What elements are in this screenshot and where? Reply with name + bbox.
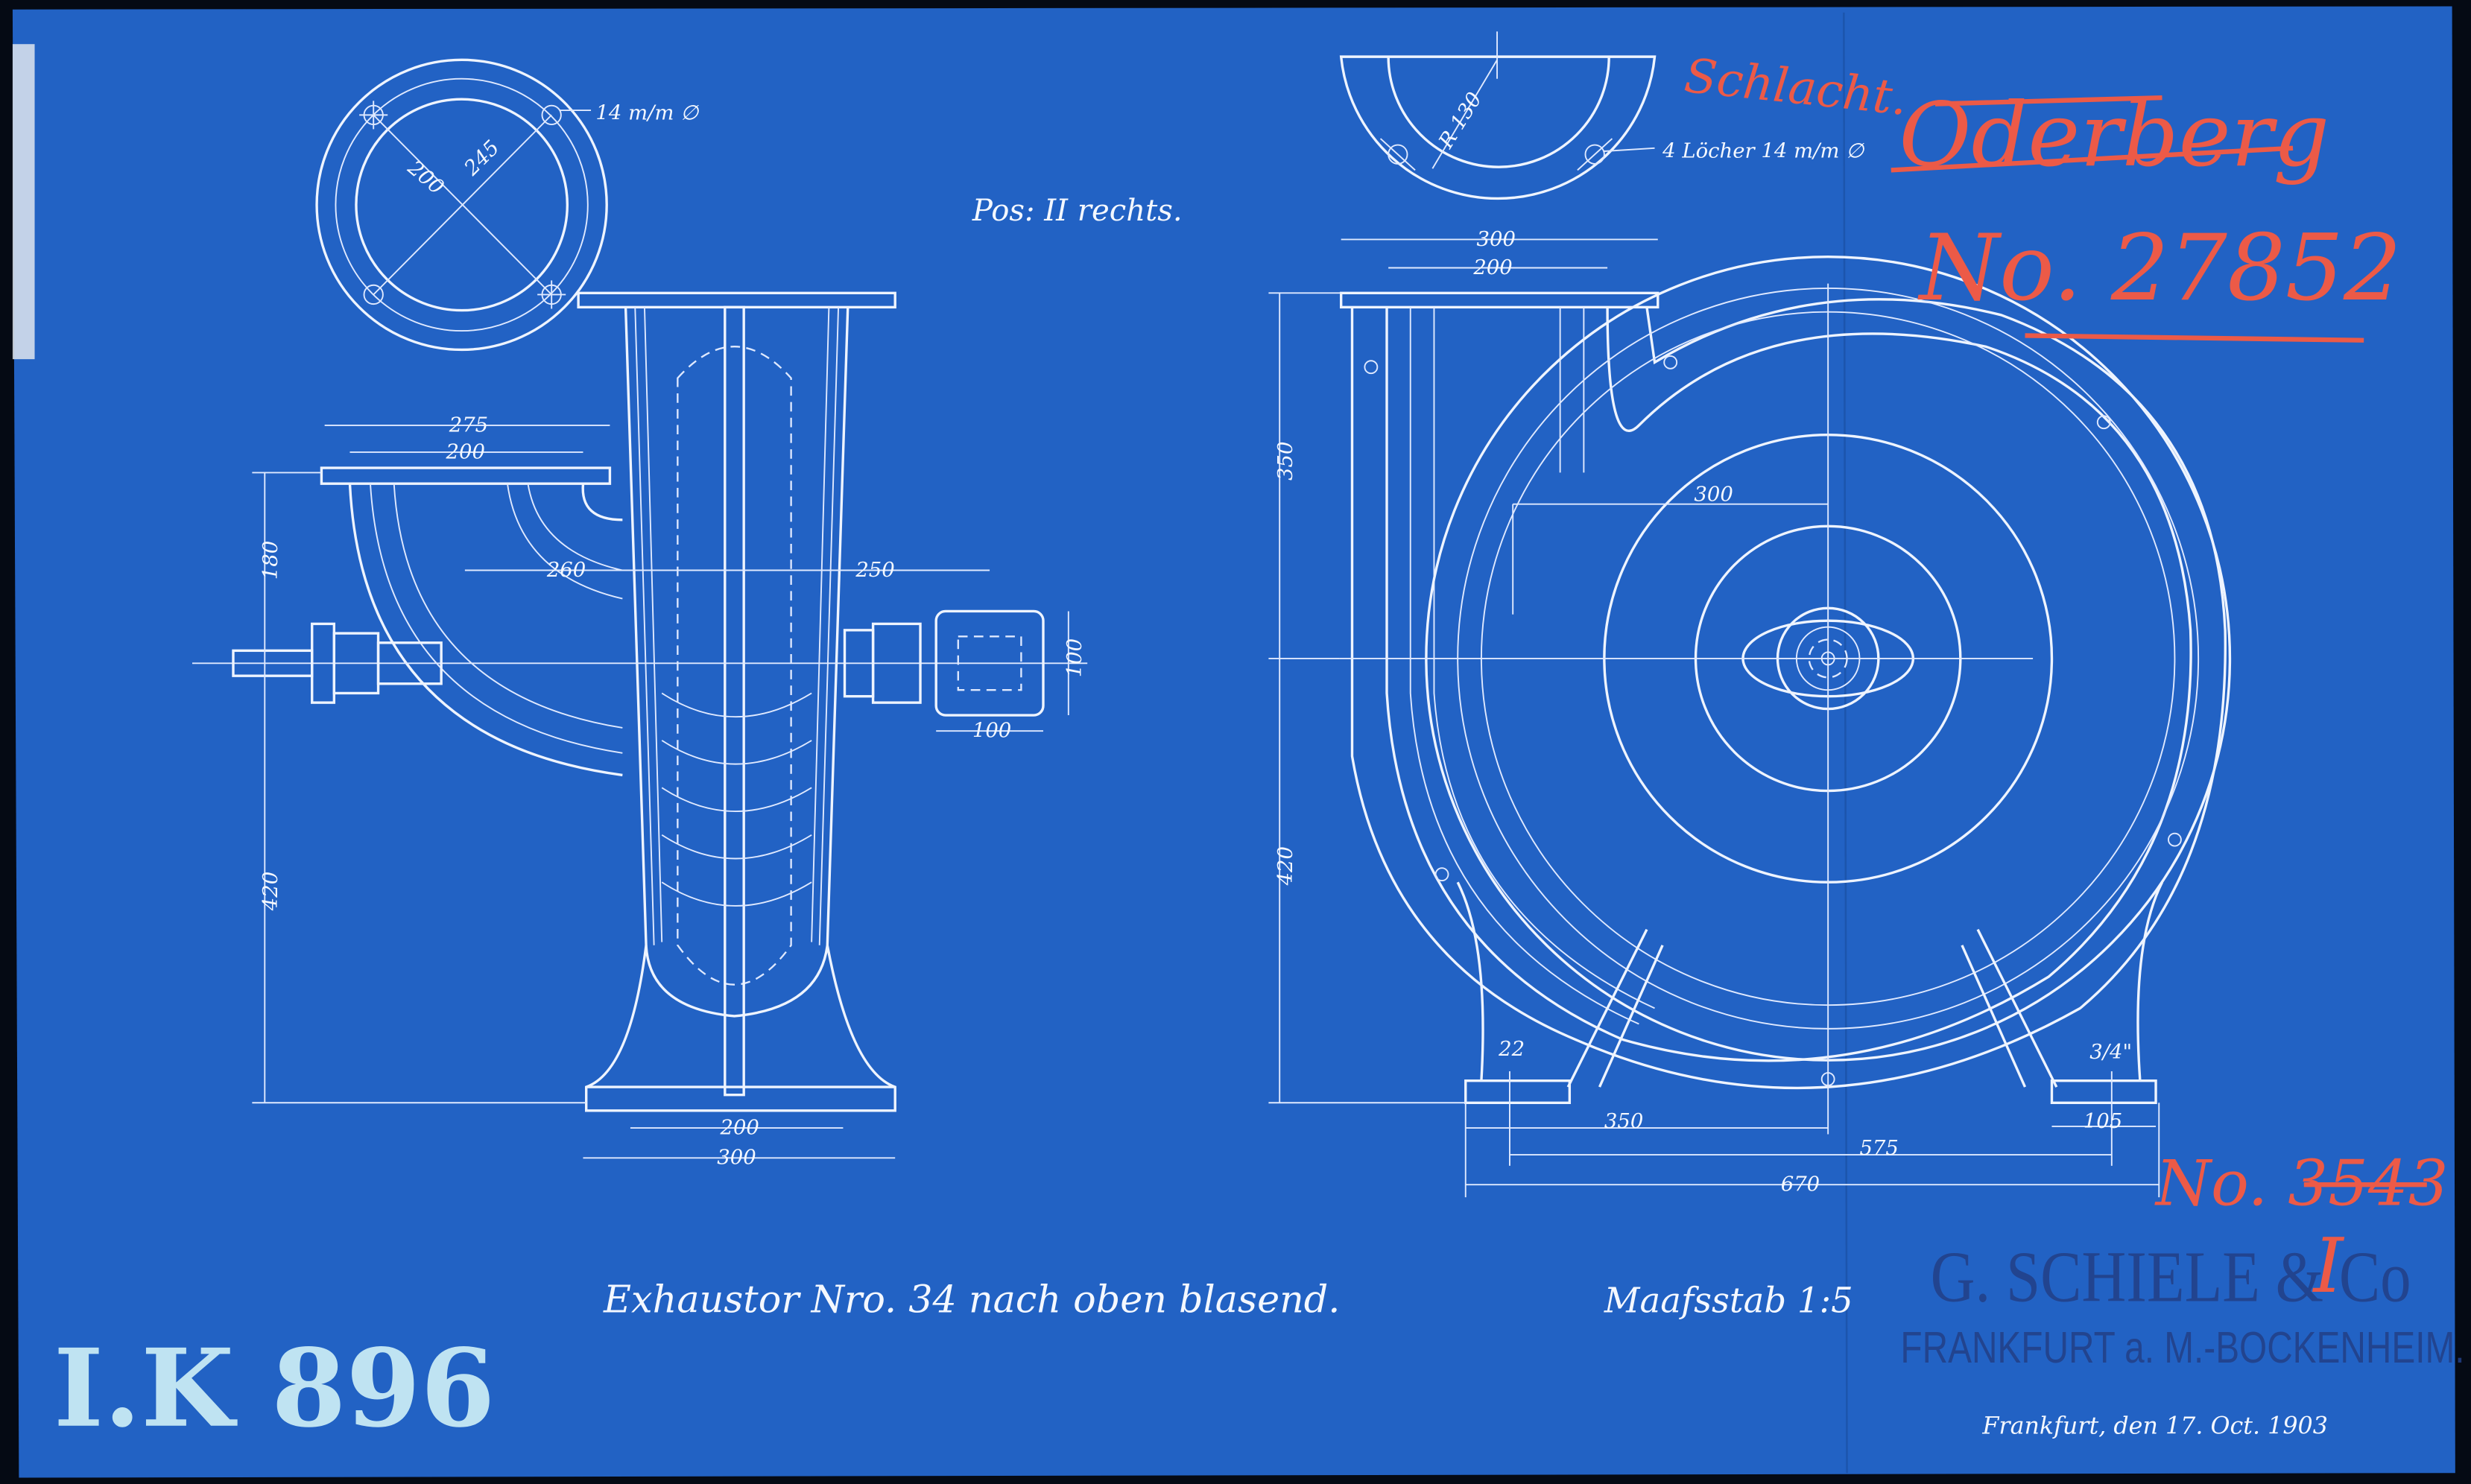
dim-pulley-width: 100 xyxy=(972,719,1011,743)
dim-base-inner: 200 xyxy=(719,1116,759,1140)
company-stamp-name: G. SCHIELE & Co xyxy=(1931,1237,2411,1318)
dim-outlet-inner: 200 xyxy=(1472,256,1512,279)
dim-outlet-outer: 300 xyxy=(1477,227,1516,251)
dim-overall: 670 xyxy=(1781,1173,1820,1196)
side-elevation-view: 275 200 180 420 260 250 100 100 200 300 xyxy=(192,291,1088,1170)
note-flange-holes: 14 m/m ∅ xyxy=(595,101,699,125)
company-stamp-address: FRANKFURT a. M.-BOCKENHEIM. xyxy=(1900,1322,2464,1372)
dim-base-outer: 300 xyxy=(717,1146,756,1170)
dim-right-height-upper: 350 xyxy=(1274,442,1297,481)
dim-foot-width: 105 xyxy=(2084,1109,2122,1133)
dim-offset-right: 250 xyxy=(855,558,894,582)
dim-elbow-outer: 275 xyxy=(449,413,488,437)
scale-note: Maafsstab 1:5 xyxy=(1604,1281,1853,1321)
dim-foot-left: 350 xyxy=(1604,1109,1643,1133)
stencil-id: I.K 896 xyxy=(54,1325,496,1451)
dim-foot-right: 575 xyxy=(1859,1136,1898,1160)
dim-offset-left: 260 xyxy=(546,558,586,582)
dim-foot-hole: 22 xyxy=(1498,1037,1525,1061)
dim-height-upper: 180 xyxy=(259,541,282,580)
dim-center-offset: 300 xyxy=(1694,482,1733,506)
dim-elbow-inner: 200 xyxy=(445,440,484,463)
dim-height-lower: 420 xyxy=(259,872,282,911)
dim-right-height-lower: 420 xyxy=(1274,846,1297,886)
date-note: Frankfurt, den 17. Oct. 1903 xyxy=(1981,1412,2328,1439)
dim-foot-bolt: 3/4" xyxy=(2089,1040,2132,1064)
dim-pulley-height: 100 xyxy=(1063,638,1086,677)
red-annotations: Schlacht. Oderberg No. 27852 No. 3543 I xyxy=(1682,48,2448,1310)
note-flange-holes-right: 4 Löcher 14 m/m ∅ xyxy=(1662,139,1864,162)
torn-edge xyxy=(12,44,35,360)
red-order-number: No. 27852 xyxy=(1917,215,2402,321)
position-note: Pos: II rechts. xyxy=(972,194,1183,228)
front-elevation-view: 300 200 350 420 300 22 3/4" 350 575 670 … xyxy=(1268,227,2232,1198)
red-ref-suffix: I xyxy=(2312,1222,2345,1310)
drawing-title: Exhaustor Nro. 34 nach oben blasend. xyxy=(603,1278,1340,1322)
red-customer-2: Oderberg xyxy=(1899,83,2329,186)
